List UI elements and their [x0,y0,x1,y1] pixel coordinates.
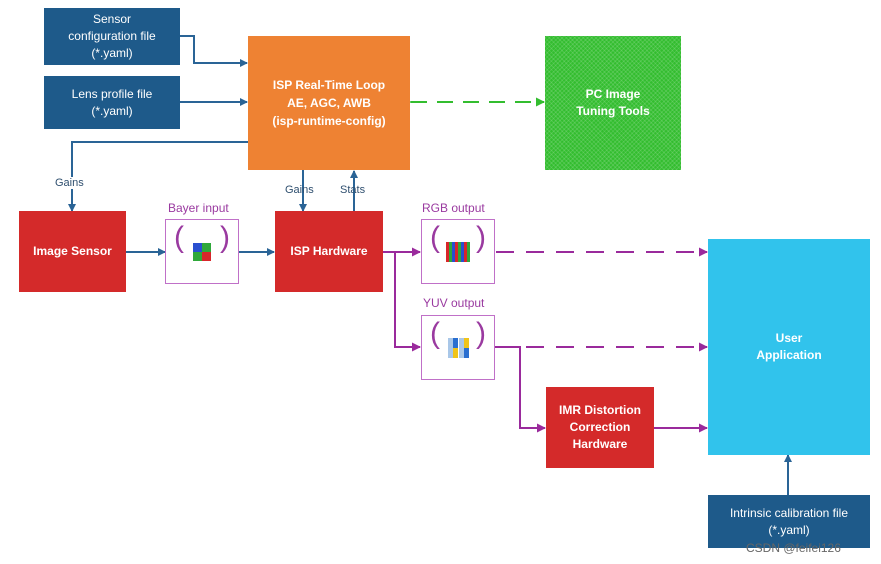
rgb-output-label: RGB output [422,201,485,215]
bayer-input-label: Bayer input [168,201,229,215]
user-application-block: User Application [708,239,870,455]
left-bracket-glyph: ( [430,317,440,350]
wire-isp-hardware-to-yuv [394,252,421,352]
wire-yuv-to-imr [492,346,546,433]
bayer-pattern-icon [193,243,211,261]
stats-label: Stats [340,184,366,196]
wire-sensor-config-to-isp-loop [180,35,248,67]
gains-label-left: Gains [54,177,85,189]
right-bracket-glyph: ) [476,317,486,350]
pc-image-tuning-tools-block: PC Image Tuning Tools [545,36,681,170]
yuv-output-image: ( ) [421,315,495,380]
sensor-config-file-block: Sensor configuration file (*.yaml) [44,8,180,65]
right-bracket-glyph: ) [220,221,230,254]
rgb-stripes-icon [446,242,470,262]
left-bracket-glyph: ( [430,221,440,254]
imr-distortion-correction-block: IMR Distortion Correction Hardware [546,387,654,468]
yuv-output-label: YUV output [423,296,485,310]
watermark: CSDN @feifei126 [746,541,841,555]
isp-real-time-loop-block: ISP Real-Time Loop AE, AGC, AWB (isp-run… [248,36,410,170]
lens-profile-file-block: Lens profile file (*.yaml) [44,76,180,129]
yuv-blocks-icon [448,338,469,358]
gains-label-mid: Gains [285,184,314,196]
image-sensor-block: Image Sensor [19,211,126,292]
right-bracket-glyph: ) [476,221,486,254]
intrinsic-calibration-file-block: Intrinsic calibration file (*.yaml) [708,495,870,548]
rgb-output-image: ( ) [421,219,495,284]
left-bracket-glyph: ( [174,221,184,254]
isp-hardware-block: ISP Hardware [275,211,383,292]
bayer-input-image: ( ) [165,219,239,284]
